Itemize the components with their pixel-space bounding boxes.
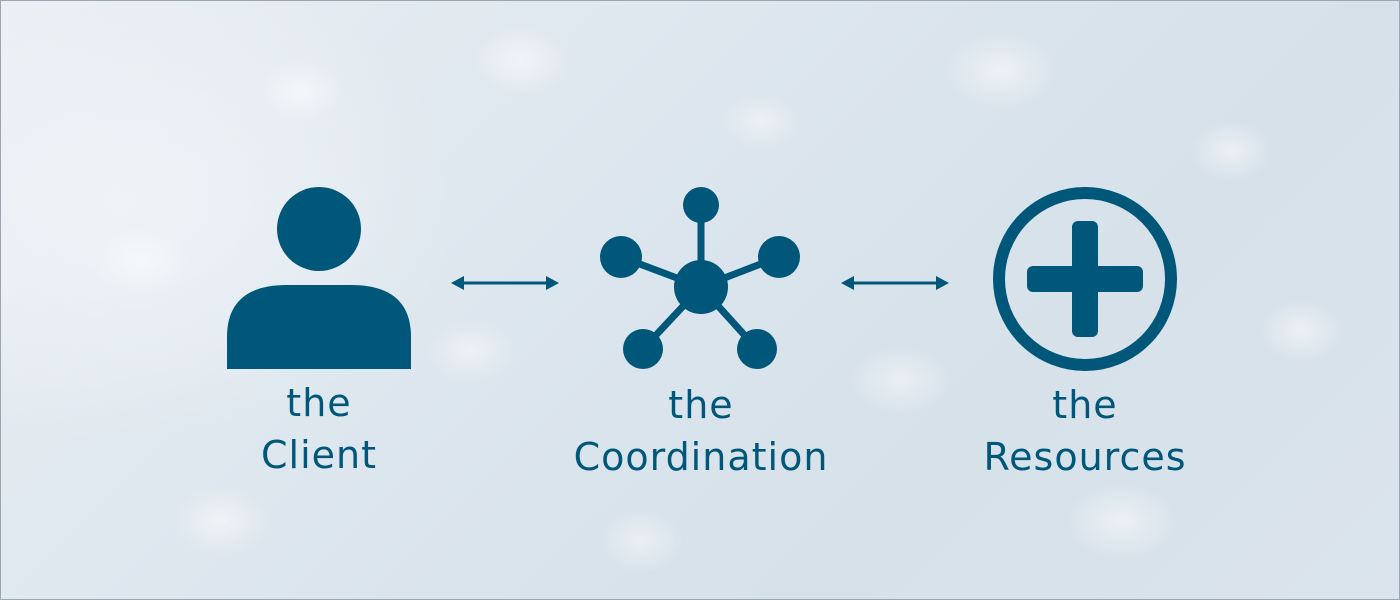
- resources-label-line2: Resources: [983, 435, 1187, 479]
- resources-label: the Resources: [983, 379, 1186, 483]
- client-label-line2: Client: [260, 433, 377, 477]
- client-label: the Client: [261, 377, 377, 481]
- person-icon: [227, 187, 411, 369]
- client-node: the Client: [219, 187, 419, 481]
- resources-node: the Resources: [969, 187, 1201, 483]
- coordination-label-line2: Coordination: [573, 435, 829, 479]
- double-arrow-icon: [451, 276, 559, 290]
- client-label-line1: the: [286, 381, 352, 425]
- network-hub-icon: [600, 187, 800, 369]
- coordination-label-line1: the: [668, 383, 734, 427]
- resources-label-line1: the: [1052, 383, 1118, 427]
- medical-cross-icon: [993, 187, 1177, 371]
- coordination-label: the Coordination: [574, 379, 829, 483]
- double-arrow-icon: [841, 276, 949, 290]
- coordination-node: the Coordination: [571, 187, 831, 483]
